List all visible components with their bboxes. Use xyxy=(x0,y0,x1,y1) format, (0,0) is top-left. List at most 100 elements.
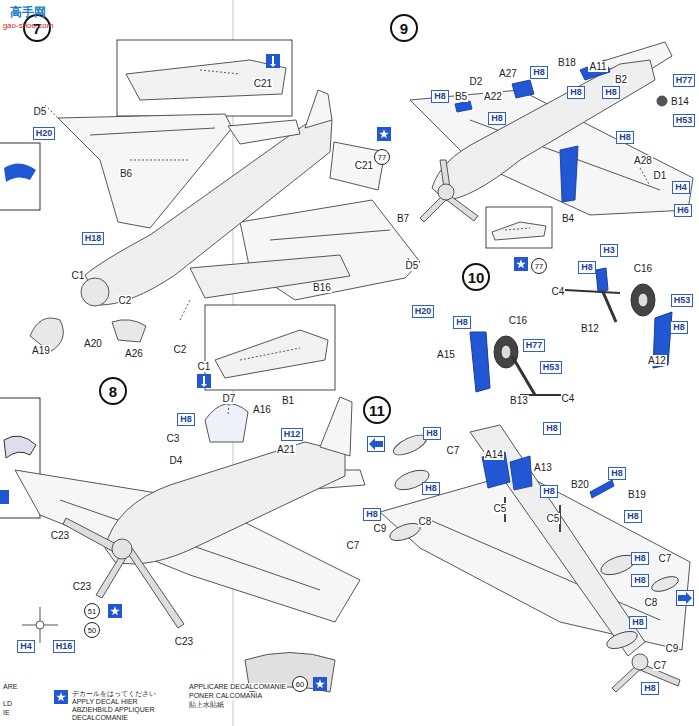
decal-number: 77 xyxy=(374,149,390,165)
part-label: A12 xyxy=(647,355,667,366)
paint-code: H8 xyxy=(670,321,688,334)
node-text: H20 xyxy=(36,128,53,138)
drawing-part xyxy=(632,654,648,670)
legend-entry: デカールをはってください APPLY DECAL HIER ABZIEHBILD… xyxy=(54,690,172,722)
drawing-part xyxy=(266,54,280,68)
part-label: D5 xyxy=(33,106,48,117)
node-text: 60 xyxy=(296,680,304,689)
node-text: H8 xyxy=(627,511,639,521)
paint-code: H8 xyxy=(422,482,440,495)
paint-code: H8 xyxy=(363,508,381,521)
part-label: B16 xyxy=(312,282,332,293)
star-mark xyxy=(56,692,66,701)
part-label: A11 xyxy=(588,61,607,72)
node-text: H8 xyxy=(543,486,555,496)
drawing-part xyxy=(4,436,36,458)
drawing-part xyxy=(180,300,190,320)
step7-aircraft xyxy=(30,40,420,390)
part-label: C2 xyxy=(173,344,188,355)
part-label: B2 xyxy=(614,74,628,85)
paint-code: H8 xyxy=(431,90,449,103)
paint-code: H12 xyxy=(281,428,304,441)
part-label: C7 xyxy=(446,445,461,456)
node-text: H8 xyxy=(673,322,685,332)
drawing-part xyxy=(22,607,58,643)
part-label: PONER CALCOMANIA xyxy=(188,692,263,700)
part-label: C23 xyxy=(72,581,92,592)
part-label: B6 xyxy=(119,168,133,179)
drawing-part xyxy=(190,255,350,298)
part-label: A26 xyxy=(124,348,144,359)
step8-aircraft xyxy=(15,397,365,692)
legend-text: デカールをはってください APPLY DECAL HIER ABZIEHBILD… xyxy=(72,690,172,722)
drawing-part xyxy=(0,490,9,504)
paint-code: H8 xyxy=(616,131,634,144)
paint-code: H6 xyxy=(674,204,692,217)
drawing-part xyxy=(81,278,109,306)
drawing-part xyxy=(112,320,146,342)
paint-code: H8 xyxy=(453,316,471,329)
part-label: 貼上水貼紙 xyxy=(188,701,225,709)
paint-code: H18 xyxy=(82,232,105,245)
drawing-part xyxy=(438,184,454,200)
part-label: A28 xyxy=(633,155,653,166)
node-text: H8 xyxy=(456,317,468,327)
node-text: 8 xyxy=(109,383,117,400)
drawing-part xyxy=(657,96,667,106)
drawing-part xyxy=(605,628,640,652)
part-label: LD xyxy=(2,700,13,708)
node-text: H77 xyxy=(526,340,543,350)
node-text: H8 xyxy=(611,468,623,478)
drawing-part xyxy=(432,60,655,200)
part-label: A16 xyxy=(252,404,272,415)
part-label: C5 xyxy=(493,503,508,514)
part-label: D4 xyxy=(169,455,184,466)
paint-code: H8 xyxy=(530,66,548,79)
part-label: A14 xyxy=(484,449,504,460)
drawing-part xyxy=(0,143,40,210)
paint-code: H77 xyxy=(523,339,546,352)
drawing-part xyxy=(105,442,345,564)
drawing-part xyxy=(313,677,327,691)
step9-aircraft xyxy=(410,42,693,248)
paint-code: H8 xyxy=(578,261,596,274)
part-label: C5 xyxy=(546,513,561,524)
node-text: H53 xyxy=(543,362,560,372)
part-label: APPLICARE DECALCOMANIE xyxy=(188,683,287,691)
part-label: B4 xyxy=(561,213,575,224)
node-text: H77 xyxy=(676,75,693,85)
part-label: B7 xyxy=(396,213,410,224)
part-label: B13 xyxy=(509,395,529,406)
node-text: H8 xyxy=(491,113,503,123)
drawing-part xyxy=(514,257,528,271)
node-text: 77 xyxy=(535,262,543,271)
part-label: C9 xyxy=(665,643,680,654)
step-number: 8 xyxy=(99,377,127,405)
paint-code: H53 xyxy=(671,294,694,307)
part-label: C23 xyxy=(50,530,70,541)
drawing-part xyxy=(228,120,300,144)
drawing-part xyxy=(96,556,126,598)
drawing-part xyxy=(565,290,620,293)
part-label: C8 xyxy=(418,516,433,527)
step11-aircraft xyxy=(380,425,690,692)
drawing-part xyxy=(455,101,472,112)
node-text: H16 xyxy=(56,641,73,651)
paint-code: H4 xyxy=(17,640,35,653)
drawing-part xyxy=(580,60,610,80)
drawing-part xyxy=(512,80,534,98)
drawing-part xyxy=(305,90,332,128)
paint-code: H8 xyxy=(608,467,626,480)
part-label: D5 xyxy=(405,260,420,271)
paint-code: H8 xyxy=(641,682,659,695)
part-label: A20 xyxy=(83,338,103,349)
drawing-part xyxy=(197,374,211,388)
drawing-part xyxy=(650,574,680,595)
part-label: B1 xyxy=(281,395,295,406)
drawing-part xyxy=(640,168,650,186)
drawing-part xyxy=(510,456,532,490)
decal-number: 51 xyxy=(84,603,100,619)
node-text: H4 xyxy=(20,641,32,651)
part-label: C21 xyxy=(253,78,273,89)
drawing-part xyxy=(4,163,36,182)
